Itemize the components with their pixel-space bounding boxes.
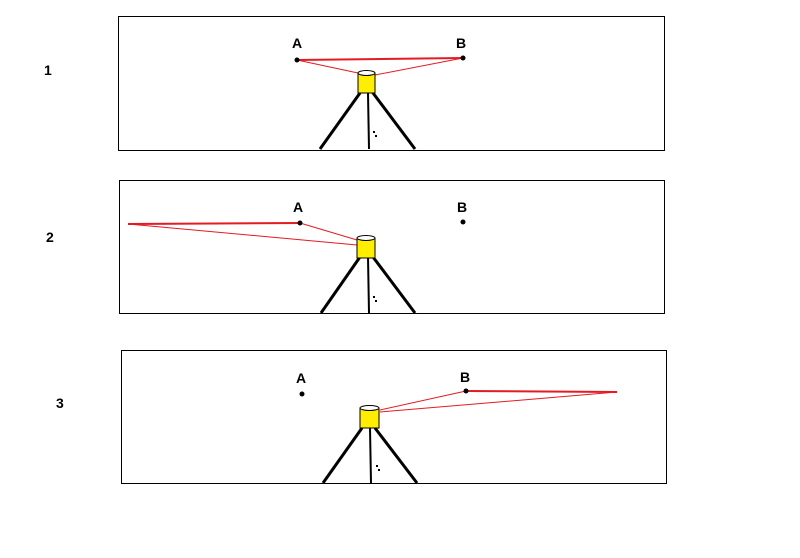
panel-2-plumb-dot-1 [373, 296, 375, 298]
panel-3-tripod-left-leg [321, 427, 364, 484]
panel-1-tripod-right-leg [371, 92, 417, 150]
panel-1-level-top [357, 70, 376, 76]
panel-2-point-b-label: B [457, 199, 468, 215]
panel-2-level-instrument [319, 235, 417, 314]
panel-1-point-b-dot [460, 55, 466, 61]
panel-3-tripod-right-leg [373, 427, 419, 484]
panel-2-frame [119, 180, 665, 314]
panel-1-point-a-label: A [292, 35, 303, 51]
panel-1-point-b-label: B [456, 35, 467, 51]
panel-2-plumb-dot-2 [375, 300, 377, 302]
panel-3-sight-lines [379, 390, 618, 413]
panel-1-number: 1 [44, 62, 52, 78]
panel-2-ray-far [127, 223, 358, 246]
panel-3-plumb-dot-1 [376, 465, 378, 467]
panel-3-frame [121, 350, 667, 484]
panel-3-ray-to-b [379, 390, 467, 411]
panel-2-tripod-right-leg [371, 256, 417, 314]
panel-3-point-b-dot [463, 388, 469, 394]
panel-3-point-a-dot [299, 391, 305, 397]
panel-3-ray-far [379, 391, 618, 413]
panel-2-point-a-label: A [293, 199, 304, 215]
panel-2-tripod-left-leg [319, 256, 362, 314]
panel-1-point-a-dot [294, 57, 300, 63]
panel-1-staff-line-ab [296, 57, 464, 61]
panel-3-number: 3 [56, 395, 64, 411]
panel-2-point-a-dot [297, 220, 303, 226]
panel-3-level-top [359, 405, 380, 411]
panel-2-point-b-dot [460, 219, 466, 225]
panel-1-tripod-center-leg [367, 92, 370, 150]
panel-3-level-instrument [321, 405, 419, 484]
panel-2-ray-to-a [299, 222, 358, 241]
panel-2-tripod-center-leg [367, 256, 370, 314]
panel-3-staff-line [465, 390, 618, 393]
panel-3-tripod-center-leg [369, 427, 372, 484]
panel-2-staff-line [127, 222, 301, 225]
panel-1-ray-to-a [296, 59, 359, 74]
panel-1-plumb-dot-2 [375, 135, 377, 137]
panel-1-ray-to-b [374, 57, 464, 76]
panel-1-tripod-left-leg [318, 92, 362, 150]
panel-2-level-top [356, 235, 376, 241]
panel-1-plumb-dot-1 [373, 131, 375, 133]
panel-3-plumb-dot-2 [378, 469, 380, 471]
panel-3-point-b-label: B [460, 369, 471, 385]
panel-3-point-a-label: A [296, 370, 307, 386]
panel-1-sight-lines [296, 57, 464, 76]
panel-2-number: 2 [46, 229, 54, 245]
panel-2-sight-lines [127, 222, 358, 246]
panel-1-level-instrument [318, 70, 417, 150]
panel-1-frame [118, 16, 665, 151]
